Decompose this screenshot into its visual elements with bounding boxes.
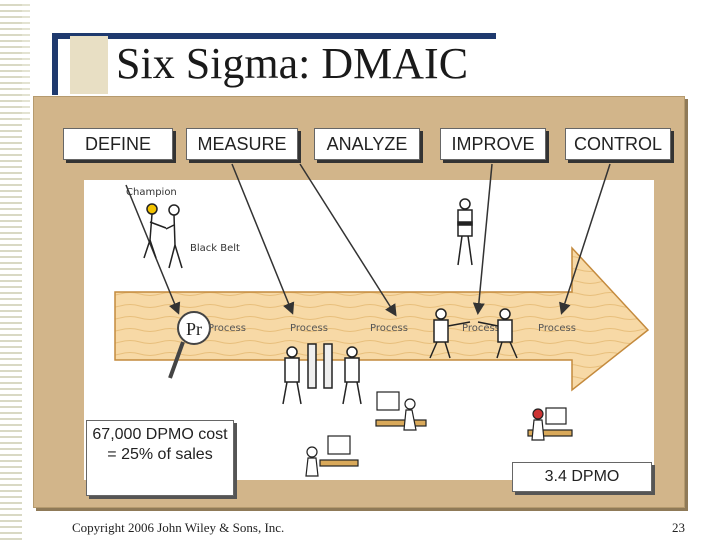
magnifier-icon [168,311,211,379]
champion-figures [143,203,183,269]
slide-title: Six Sigma: DMAIC [116,39,469,88]
improve-pointer [472,163,493,315]
computer-workers [305,391,573,477]
process-label-3: Process [370,323,408,334]
sparring-figures [429,308,518,359]
decorative-stripes [0,0,22,540]
stage-define: DEFINE [63,128,173,160]
define-pointer [125,184,181,315]
board-figures [282,343,362,405]
black-belt-label: Black Belt [190,243,240,254]
analyze-pointer [299,163,397,317]
title-rule-vertical [52,33,58,95]
page-number: 23 [672,520,685,535]
decorative-stripes-inner [22,0,30,120]
after-metrics-box: 3.4 DPMO [512,462,652,492]
process-label-2: Process [290,323,328,334]
process-label-5: Process [538,323,576,334]
stage-analyze: ANALYZE [314,128,420,160]
measure-pointer [231,163,295,315]
stage-control: CONTROL [565,128,671,160]
karate-figure [457,198,473,266]
champion-label: Champion [126,187,177,198]
stage-improve: IMPROVE [440,128,546,160]
control-pointer [559,163,611,315]
footer-copyright: Copyright 2006 John Wiley & Sons, Inc. [72,520,285,535]
title-accent-block [70,36,108,94]
process-label-4: Process [462,323,500,334]
title-rule [52,33,496,39]
process-label-1: Process [208,323,246,334]
stage-measure: MEASURE [186,128,298,160]
before-metrics-box: 67,000 DPMO cost = 25% of sales [86,420,234,496]
magnifier-text: Pr [186,319,202,339]
